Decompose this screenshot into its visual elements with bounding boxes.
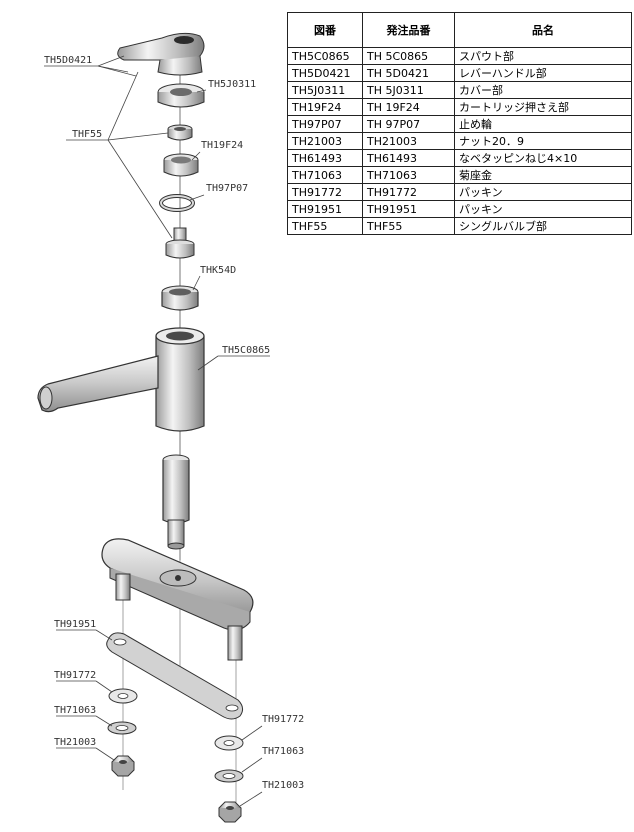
lever-handle-part [117, 32, 205, 76]
cell-part-name: なベタッピンねじ4×10 [454, 149, 632, 167]
cell-figure-number: TH91951 [287, 200, 363, 218]
cell-figure-number: TH5D0421 [287, 64, 363, 82]
cell-figure-number: TH91772 [287, 183, 363, 201]
leader-lines [44, 55, 270, 807]
cell-part-name: シングルバルブ部 [454, 217, 632, 235]
callout-lever-handle: TH5D0421 [44, 55, 92, 66]
cell-part-name: 止め輪 [454, 115, 632, 133]
cell-order-number: TH61493 [362, 149, 455, 167]
parts-table-header-row: 図番 発注品番 品名 [287, 12, 632, 48]
right-nut-part [218, 801, 242, 823]
callout-single-valve: THF55 [72, 129, 102, 140]
cell-order-number: TH 5C0865 [362, 47, 455, 65]
callout-nut-left: TH21003 [54, 737, 96, 748]
callout-cartridge-holder: TH19F24 [201, 140, 243, 151]
left-washer-part [107, 721, 137, 735]
cell-order-number: TH21003 [362, 132, 455, 150]
cell-figure-number: TH5J0311 [287, 81, 363, 99]
callout-cover: TH5J0311 [208, 79, 256, 90]
cell-part-name: パッキン [454, 200, 632, 218]
cell-part-name: レバーハンドル部 [454, 64, 632, 82]
cell-figure-number: TH71063 [287, 166, 363, 184]
header-order-number: 発注品番 [362, 12, 455, 48]
single-valve-part [165, 227, 195, 259]
cell-figure-number: THF55 [287, 217, 363, 235]
cell-part-name: スパウト部 [454, 47, 632, 65]
callout-washer-left: TH71063 [54, 705, 96, 716]
callout-gasket-left: TH91772 [54, 670, 96, 681]
cell-part-name: カートリッジ押さえ部 [454, 98, 632, 116]
cell-figure-number: TH97P07 [287, 115, 363, 133]
right-gasket-part [214, 735, 244, 751]
callout-nut-right: TH21003 [262, 780, 304, 791]
callout-thk54d: THK54D [200, 265, 236, 276]
cell-figure-number: TH21003 [287, 132, 363, 150]
spout-part [37, 327, 205, 432]
callout-snap-ring: TH97P07 [206, 183, 248, 194]
cell-order-number: TH91951 [362, 200, 455, 218]
left-nut-part [111, 755, 135, 777]
right-washer-part [214, 769, 244, 783]
cell-order-number: TH71063 [362, 166, 455, 184]
left-gasket-part [108, 688, 138, 704]
cell-order-number: TH 19F24 [362, 98, 455, 116]
callout-gasket-right: TH91772 [262, 714, 304, 725]
cover-part [157, 83, 205, 108]
base-plate-part [101, 538, 254, 661]
thk54d-part [161, 285, 199, 311]
cell-order-number: TH 5J0311 [362, 81, 455, 99]
cell-order-number: TH91772 [362, 183, 455, 201]
callout-spout: TH5C0865 [222, 345, 270, 356]
cell-part-name: パッキン [454, 183, 632, 201]
snap-ring-part [159, 194, 195, 212]
cartridge-nut-part [167, 124, 193, 141]
cell-order-number: TH 97P07 [362, 115, 455, 133]
cell-part-name: カバー部 [454, 81, 632, 99]
valve-pipe-part [162, 454, 190, 550]
header-figure-number: 図番 [287, 12, 363, 48]
cartridge-holder-part [163, 153, 199, 177]
callout-gasket-plate: TH91951 [54, 619, 96, 630]
cell-figure-number: TH19F24 [287, 98, 363, 116]
cell-figure-number: TH5C0865 [287, 47, 363, 65]
gasket-plate-part [106, 632, 244, 720]
cell-order-number: TH 5D0421 [362, 64, 455, 82]
cell-order-number: THF55 [362, 217, 455, 235]
cell-part-name: ナット20．9 [454, 132, 632, 150]
callout-washer-right: TH71063 [262, 746, 304, 757]
cell-part-name: 菊座金 [454, 166, 632, 184]
header-part-name: 品名 [454, 12, 632, 48]
cell-figure-number: TH61493 [287, 149, 363, 167]
